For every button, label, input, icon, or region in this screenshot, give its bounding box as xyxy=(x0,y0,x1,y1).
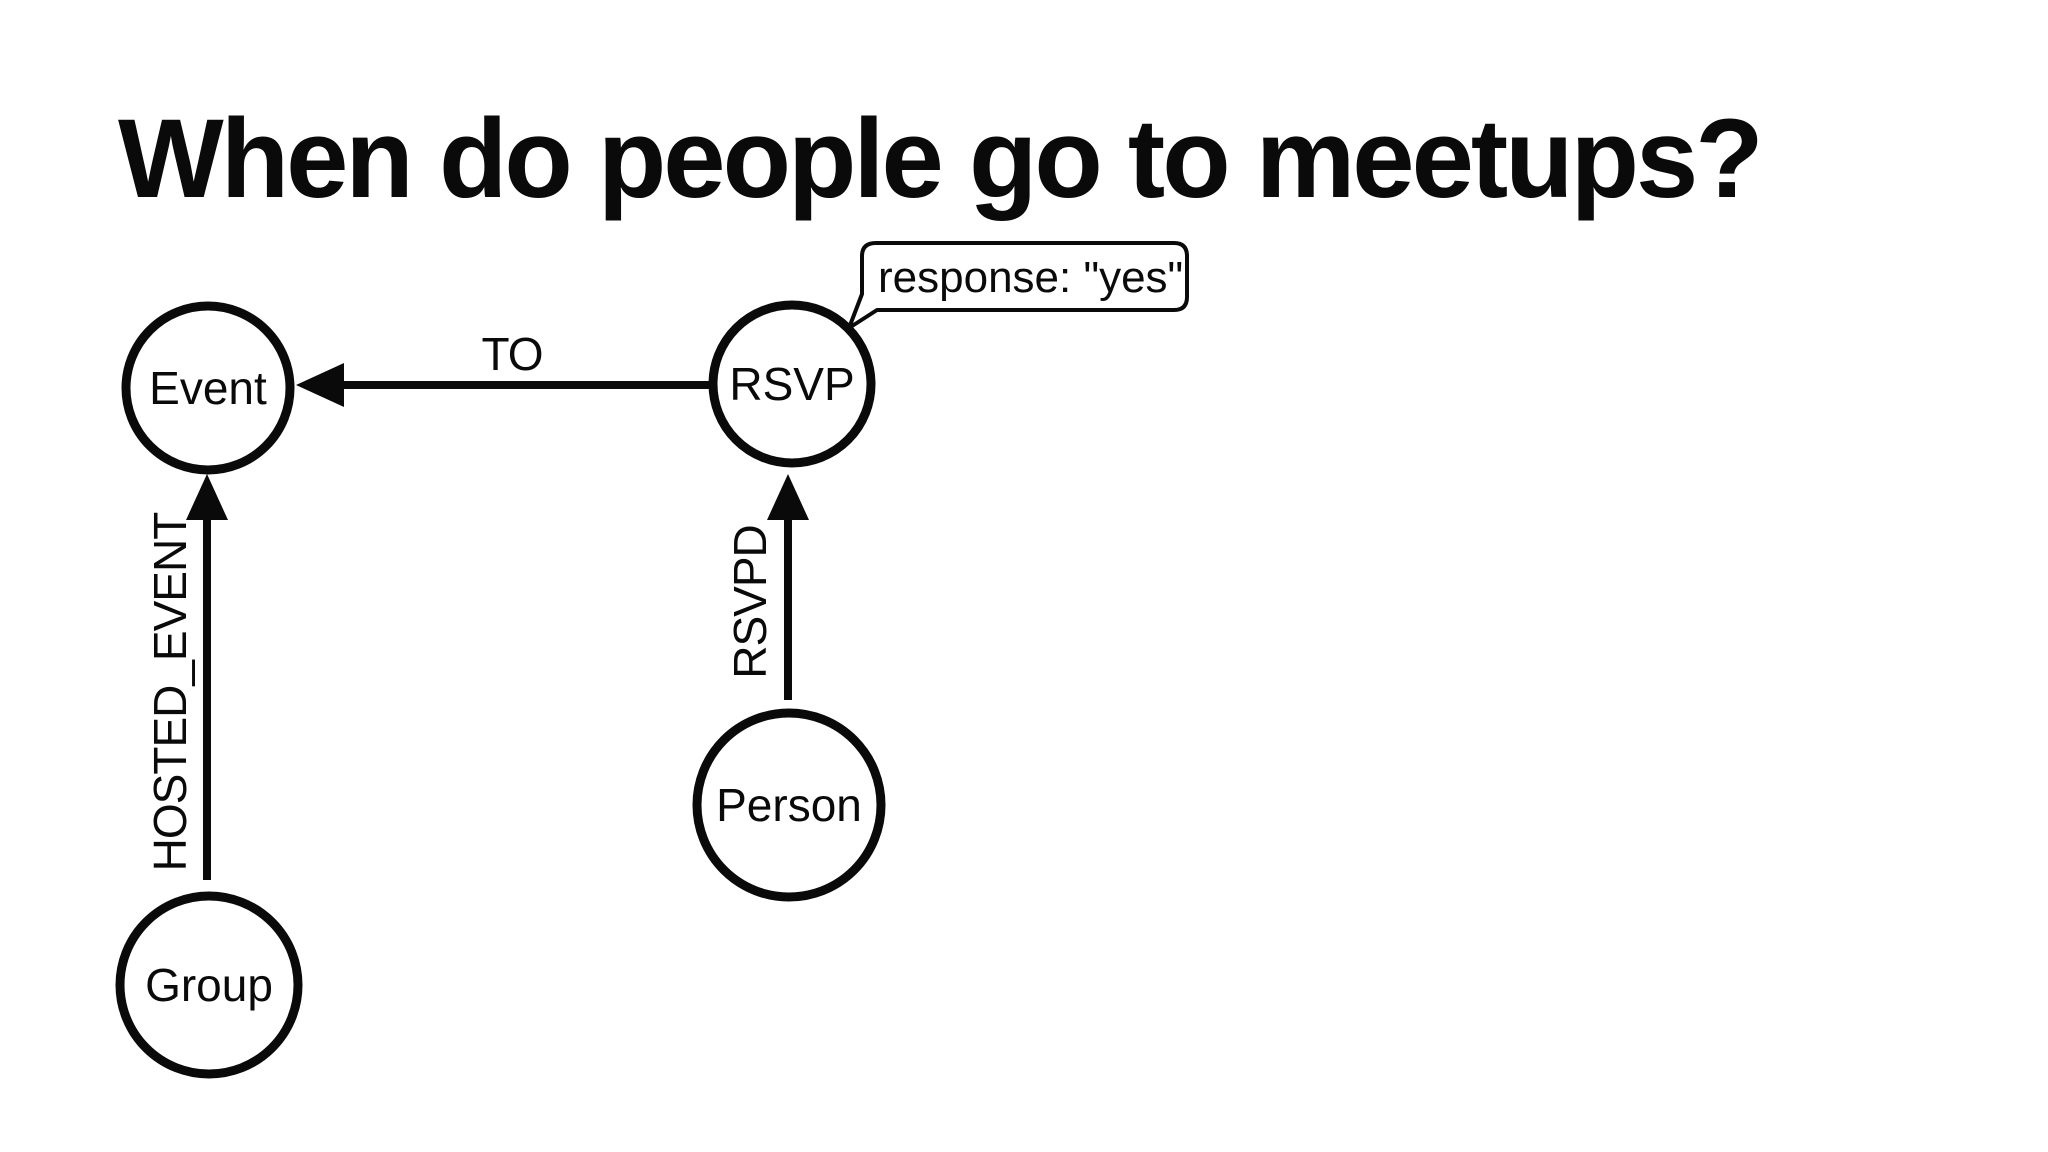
node-group: Group xyxy=(115,891,303,1079)
node-rsvp-label: RSVP xyxy=(729,358,854,410)
callout-response: response: "yes" xyxy=(847,241,1189,330)
callout-text: response: "yes" xyxy=(878,253,1183,302)
node-event: Event xyxy=(121,301,295,475)
node-person-label: Person xyxy=(716,779,862,831)
edge-to-label: TO xyxy=(481,328,542,380)
edge-group-hosted-event: HOSTED_EVENT xyxy=(144,474,228,880)
edge-hosted-event-arrowhead-icon xyxy=(186,474,228,520)
node-person: Person xyxy=(692,708,886,902)
node-rsvp-circle xyxy=(708,300,876,468)
node-person-circle xyxy=(692,708,886,902)
node-rsvp: RSVP xyxy=(708,300,876,468)
edge-person-rsvpd: RSVPD xyxy=(724,474,809,700)
node-group-circle xyxy=(115,891,303,1079)
edge-rsvpd-label: RSVPD xyxy=(724,525,776,678)
callout-bubble-shape xyxy=(847,241,1189,330)
node-group-label: Group xyxy=(145,959,273,1011)
edge-rsvpd-arrowhead-icon xyxy=(767,474,809,520)
slide-title: When do people go to meetups? xyxy=(118,96,1764,221)
node-event-label: Event xyxy=(149,362,267,414)
edge-to-arrowhead-icon xyxy=(296,363,344,407)
node-event-circle xyxy=(121,301,295,475)
edge-rsvp-to-event: TO xyxy=(296,328,714,407)
edge-hosted-event-label: HOSTED_EVENT xyxy=(144,512,196,872)
